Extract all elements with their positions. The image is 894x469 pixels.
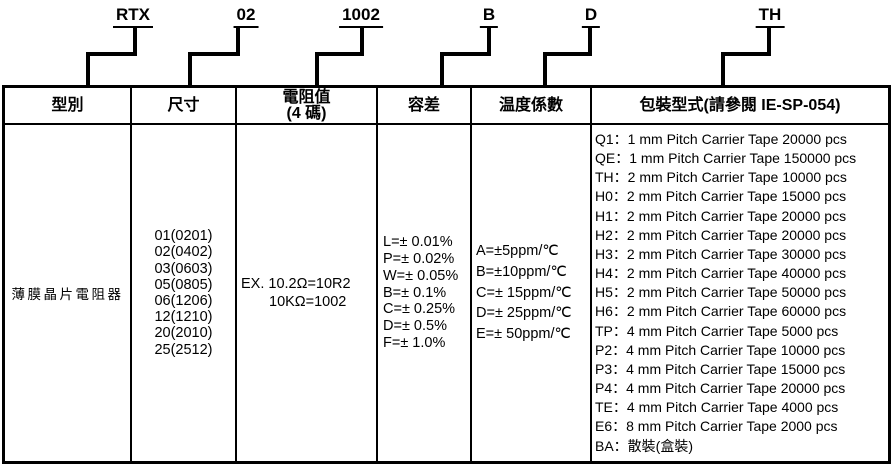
- column-header-packaging: 包裝型式(請參閱 IE-SP-054): [592, 88, 888, 125]
- size-line: 12(1210): [154, 309, 213, 326]
- column-body-resistance: EX. 10.2Ω=10R2 10KΩ=1002: [237, 125, 376, 461]
- packaging-line: H4：2 mm Pitch Carrier Tape 40000 pcs: [595, 265, 847, 282]
- column-header-tolerance: 容差: [378, 88, 470, 125]
- tolerance-line: W=± 0.05%: [383, 267, 459, 284]
- connector-line: [236, 28, 240, 55]
- column-body-tcr: A=±5ppm/℃ B=±10ppm/℃ C=± 15ppm/℃ D=± 25ppm/…: [472, 125, 590, 461]
- part-code-tolerance: B: [479, 5, 499, 28]
- tcr-line: D=± 25ppm/℃: [476, 305, 572, 322]
- size-line: 02(0402): [154, 244, 213, 261]
- connector-line: [188, 52, 192, 85]
- size-line: 25(2512): [154, 341, 213, 358]
- connector-line: [315, 52, 319, 85]
- part-number-table: 型別 薄膜晶片電阻器 尺寸 01(0201)02(0402)03(0603)05…: [2, 85, 891, 464]
- tcr-line: A=±5ppm/℃: [476, 243, 559, 259]
- resistance-example-line: EX. 10.2Ω=10R2: [241, 276, 351, 292]
- tcr-line: B=±10ppm/℃: [476, 263, 567, 280]
- column-tcr: 温度係數 A=±5ppm/℃ B=±10ppm/℃ C=± 15ppm/℃ D=± 2…: [472, 88, 592, 461]
- size-line: 01(0201): [154, 228, 213, 245]
- packaging-line: P4：4 mm Pitch Carrier Tape 20000 pcs: [595, 380, 846, 397]
- packaging-line: BA：散裝(盒裝): [595, 437, 693, 454]
- column-body-tolerance: L=± 0.01%P=± 0.02%W=± 0.05%B=± 0.1%C=± 0…: [378, 125, 470, 461]
- part-code-type: RTX: [113, 5, 153, 28]
- connector-line: [440, 52, 444, 85]
- connector-line: [188, 52, 240, 56]
- packaging-line: QE：1 mm Pitch Carrier Tape 150000 pcs: [595, 150, 857, 167]
- connector-line: [543, 52, 547, 85]
- packaging-line: E6：8 mm Pitch Carrier Tape 2000 pcs: [595, 418, 838, 435]
- connector-line: [487, 28, 491, 55]
- part-code-packaging: TH: [755, 5, 785, 28]
- connector-line: [86, 52, 90, 85]
- packaging-line: TP：4 mm Pitch Carrier Tape 5000 pcs: [595, 322, 839, 339]
- connector-line: [86, 52, 137, 56]
- header-line: 包裝型式(請參閱 IE-SP-054): [639, 96, 841, 114]
- packaging-line: P3：4 mm Pitch Carrier Tape 15000 pcs: [595, 360, 846, 377]
- column-header-size: 尺寸: [132, 88, 235, 125]
- column-tolerance: 容差 L=± 0.01%P=± 0.02%W=± 0.05%B=± 0.1%C=…: [378, 88, 472, 461]
- header-line: 型別: [51, 96, 84, 114]
- connector-line: [360, 28, 364, 55]
- packaging-line: Q1：1 mm Pitch Carrier Tape 20000 pcs: [595, 131, 847, 147]
- packaging-line: H1：2 mm Pitch Carrier Tape 20000 pcs: [595, 207, 847, 224]
- connector-line: [721, 52, 771, 56]
- size-code-list: 01(0201)02(0402)03(0603)05(0805)06(1206)…: [154, 228, 212, 358]
- tcr-line: C=± 15ppm/℃: [476, 284, 572, 301]
- column-size: 尺寸 01(0201)02(0402)03(0603)05(0805)06(12…: [132, 88, 237, 461]
- connector-line: [133, 28, 137, 55]
- connector-line: [543, 52, 592, 56]
- tolerance-line: L=± 0.01%: [383, 234, 453, 251]
- size-line: 06(1206): [154, 293, 213, 309]
- size-line: 20(2010): [154, 325, 213, 342]
- column-body-size: 01(0201)02(0402)03(0603)05(0805)06(1206)…: [132, 125, 235, 461]
- column-packaging: 包裝型式(請參閱 IE-SP-054) Q1：1 mm Pitch Carrie…: [592, 88, 888, 461]
- packaging-line: H0：2 mm Pitch Carrier Tape 15000 pcs: [595, 188, 847, 205]
- packaging-line: P2：4 mm Pitch Carrier Tape 10000 pcs: [595, 341, 846, 358]
- packaging-line: H5：2 mm Pitch Carrier Tape 50000 pcs: [595, 284, 847, 301]
- size-line: 05(0805): [154, 276, 213, 293]
- column-body-type: 薄膜晶片電阻器: [5, 125, 130, 461]
- column-header-tcr: 温度係數: [472, 88, 590, 125]
- size-line: 03(0603): [154, 260, 213, 277]
- packaging-line: TE：4 mm Pitch Carrier Tape 4000 pcs: [595, 399, 839, 416]
- packaging-line: H2：2 mm Pitch Carrier Tape 20000 pcs: [595, 226, 847, 243]
- part-code-tcr: D: [581, 5, 601, 28]
- connector-line: [721, 52, 725, 85]
- packaging-line: TH：2 mm Pitch Carrier Tape 10000 pcs: [595, 169, 847, 186]
- column-header-resistance: 電阻值(4 碼): [237, 88, 376, 125]
- resistance-example-line: 10KΩ=1002: [269, 294, 347, 310]
- type-line: 薄膜晶片電阻器: [11, 287, 124, 302]
- tolerance-line: C=± 0.25%: [383, 301, 456, 318]
- header-line: 容差: [407, 96, 440, 114]
- connector-line: [440, 52, 491, 56]
- tolerance-line: F=± 1.0%: [383, 334, 446, 351]
- header-line: 温度係數: [498, 96, 563, 114]
- column-type: 型別 薄膜晶片電阻器: [5, 88, 132, 461]
- tolerance-line: B=± 0.1%: [383, 284, 447, 301]
- header-line: (4 碼): [286, 104, 327, 122]
- tolerance-line: P=± 0.02%: [383, 251, 455, 267]
- part-code-resistance: 1002: [339, 5, 383, 28]
- column-resistance: 電阻值(4 碼) EX. 10.2Ω=10R2 10KΩ=1002: [237, 88, 378, 461]
- header-line: 電阻值: [282, 88, 331, 106]
- packaging-line: H6：2 mm Pitch Carrier Tape 60000 pcs: [595, 303, 847, 320]
- connector-line: [315, 52, 364, 56]
- connector-line: [588, 28, 592, 55]
- connector-line: [767, 28, 771, 55]
- column-header-type: 型別: [5, 88, 130, 125]
- packaging-line: H3：2 mm Pitch Carrier Tape 30000 pcs: [595, 245, 847, 262]
- tcr-line: E=± 50ppm/℃: [476, 326, 571, 343]
- header-line: 尺寸: [167, 96, 200, 114]
- tolerance-line: D=± 0.5%: [383, 318, 447, 335]
- part-code-size: 02: [233, 5, 259, 28]
